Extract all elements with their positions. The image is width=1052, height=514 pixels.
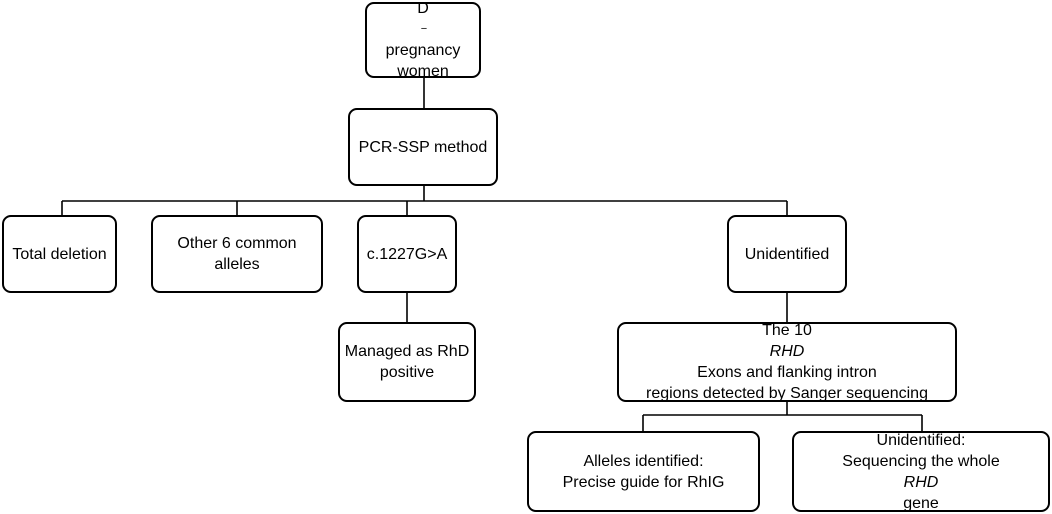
node-managed-line2: positive	[379, 364, 435, 381]
node-unidentified2-line2-italic: RHD	[903, 473, 939, 491]
node-alleles-identified-line2: Precise guide for RhIG	[562, 473, 725, 491]
node-root-line3: women	[397, 63, 449, 80]
node-root-letter: D	[417, 0, 429, 17]
node-exons-line1-post: Exons and flanking intron	[697, 364, 877, 381]
node-exons-line1-pre: The 10	[762, 322, 812, 339]
node-d-negative-pregnancy-women: D − pregnancy women	[365, 0, 481, 80]
node-unidentified-label: Unidentified	[744, 245, 830, 263]
node-rhd-exons-sanger-sequencing: The 10 RHD Exons and flanking intron reg…	[617, 322, 957, 402]
node-other-common-alleles: Other 6 common alleles	[151, 215, 323, 293]
node-other-alleles-line1: Other 6 common	[177, 235, 297, 252]
node-root-line2: pregnancy	[385, 42, 461, 59]
node-pcr-label: PCR-SSP method	[358, 138, 488, 156]
node-exons-line1-italic: RHD	[769, 343, 805, 360]
node-exons-line2: regions detected by Sanger sequencing	[646, 385, 928, 402]
node-managed-as-rhd-positive: Managed as RhD positive	[338, 322, 476, 402]
node-total-deletion-label: Total deletion	[12, 245, 107, 263]
node-unidentified-whole-gene: Unidentified: Sequencing the whole RHD g…	[792, 431, 1050, 512]
node-managed-line1: Managed as RhD	[344, 343, 470, 360]
node-unidentified2-line1: Unidentified:	[876, 431, 966, 449]
node-unidentified: Unidentified	[727, 215, 847, 293]
node-other-alleles-line2: alleles	[214, 256, 260, 273]
node-c1227-label: c.1227G>A	[366, 245, 448, 263]
node-pcr-ssp-method: PCR-SSP method	[348, 108, 498, 186]
node-c1227g-a: c.1227G>A	[357, 215, 457, 293]
node-root-superscript: −	[420, 23, 428, 35]
node-unidentified2-line2-pre: Sequencing the whole	[842, 452, 1000, 470]
node-alleles-identified: Alleles identified: Precise guide for Rh…	[527, 431, 760, 512]
node-unidentified2-line2-post: gene	[903, 494, 939, 512]
node-alleles-identified-line1: Alleles identified:	[583, 452, 704, 470]
node-total-deletion: Total deletion	[2, 215, 117, 293]
